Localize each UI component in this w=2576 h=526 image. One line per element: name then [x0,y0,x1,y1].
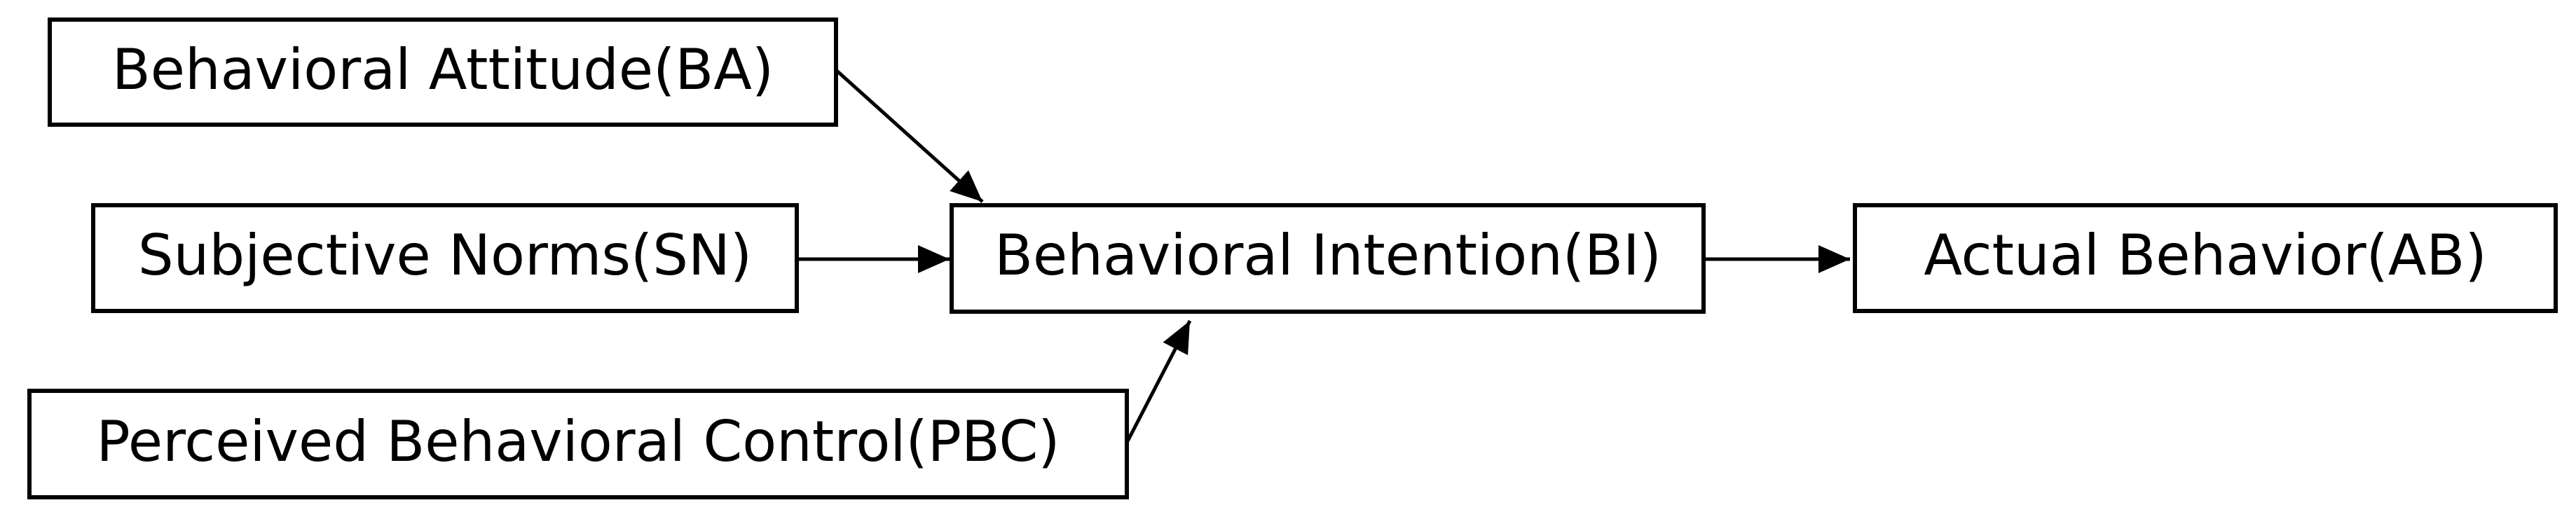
node-sn-box [91,203,799,313]
node-pbc: Perceived Behavioral Control(PBC) [27,389,1129,499]
node-ab-box [1853,203,2558,313]
edges [797,69,1850,444]
node-bi-box [950,203,1706,314]
node-bi: Behavioral Intention(BI) [950,203,1706,314]
node-pbc-box [27,389,1129,499]
node-bi-label: Behavioral Intention(BI) [994,223,1662,288]
node-ba: Behavioral Attitude(BA) [48,18,838,127]
node-ab: Actual Behavior(AB) [1853,203,2558,313]
node-sn: Subjective Norms(SN) [91,203,799,313]
node-ab-label: Actual Behavior(AB) [1924,223,2486,288]
node-ba-box [48,18,838,127]
edge-pbc-to-bi [1125,319,1192,444]
node-pbc-label: Perceived Behavioral Control(PBC) [96,409,1060,474]
edge-ba-to-bi [835,69,984,203]
node-sn-label: Subjective Norms(SN) [138,223,752,288]
node-ba-label: Behavioral Attitude(BA) [112,37,774,102]
